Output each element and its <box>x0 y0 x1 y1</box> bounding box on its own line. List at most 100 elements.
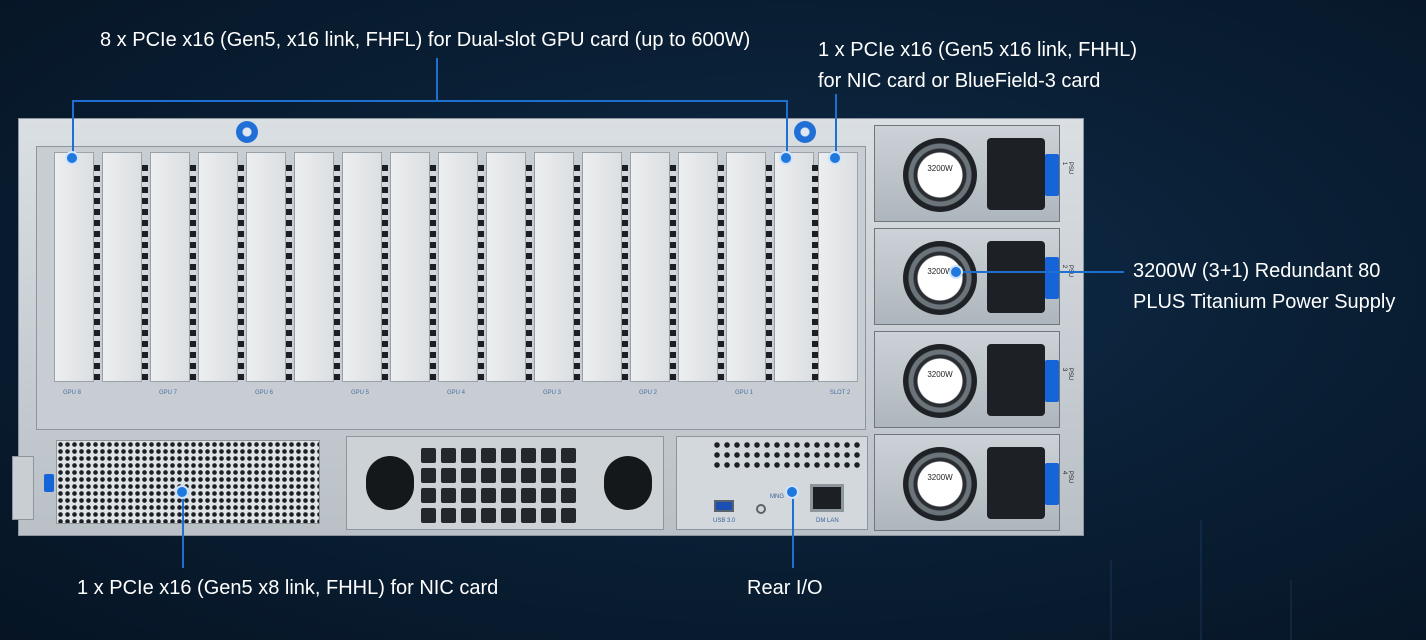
vent-strip <box>670 165 676 380</box>
leader-line <box>835 94 837 158</box>
latch-icon <box>44 474 54 492</box>
vent-strip <box>766 165 772 380</box>
psu-label: PSU 1 <box>1061 161 1074 175</box>
vent-hole <box>461 448 476 463</box>
vent-strip <box>526 165 532 380</box>
lan-label: DM LAN <box>816 518 839 524</box>
vent-hole <box>541 508 556 523</box>
vent-hole <box>561 488 576 503</box>
slot-cover <box>486 152 526 382</box>
slot-cover <box>534 152 574 382</box>
panel-cutout <box>604 456 652 510</box>
vent-hole <box>421 488 436 503</box>
vent-hole <box>441 448 456 463</box>
vent-hole <box>501 448 516 463</box>
vent-hole <box>421 508 436 523</box>
vent-hole <box>481 468 496 483</box>
slot-cover <box>342 152 382 382</box>
nic-slot-grille <box>56 440 320 524</box>
vent-hole <box>461 488 476 503</box>
background-line <box>1200 520 1202 640</box>
vent-strip <box>430 165 436 380</box>
vent-hole <box>501 488 516 503</box>
leader-line <box>182 492 184 568</box>
fan-icon <box>903 447 977 521</box>
power-supply-unit: 3200W PSU 2 <box>874 228 1073 325</box>
vent-hole <box>441 468 456 483</box>
power-supply-unit: 3200W PSU 3 <box>874 331 1073 428</box>
vent-hole <box>561 468 576 483</box>
psu-label: PSU 3 <box>1061 367 1074 381</box>
psu-fan-label: 3200W <box>927 473 953 482</box>
slot-cover <box>150 152 190 382</box>
slot-cover <box>54 152 94 382</box>
callout-nic-top-line1: 1 x PCIe x16 (Gen5 x16 link, FHHL) <box>818 39 1138 61</box>
vent-strip <box>286 165 292 380</box>
slot-cover <box>102 152 142 382</box>
callout-dot <box>828 151 842 165</box>
psu-fan-label: 3200W <box>927 164 953 173</box>
slot-cover <box>198 152 238 382</box>
slot-cover <box>678 152 718 382</box>
vent-strip <box>478 165 484 380</box>
nic-bracket <box>12 456 34 520</box>
power-supply-unit: 3200W PSU 4 <box>874 434 1073 531</box>
usb-label: USB 3.0 <box>713 518 736 524</box>
vent-strip <box>142 165 148 380</box>
slot-cover <box>294 152 334 382</box>
callout-dot <box>785 485 799 499</box>
vent-strip <box>190 165 196 380</box>
vent-hole <box>441 488 456 503</box>
slot-cover <box>390 152 430 382</box>
panel-cutout <box>366 456 414 510</box>
callout-nic-top-line2: for NIC card or BlueField-3 card <box>818 70 1101 92</box>
vent-hole <box>481 508 496 523</box>
fan-icon <box>903 344 977 418</box>
background-line <box>1110 560 1112 640</box>
vent-hole <box>521 448 536 463</box>
usb-port-icon <box>714 500 734 512</box>
slot-cover <box>774 152 814 382</box>
thumbscrew-icon <box>794 121 816 143</box>
power-socket-icon <box>987 241 1045 313</box>
vent-hole <box>461 508 476 523</box>
vent-hole <box>541 448 556 463</box>
psu-handle <box>1045 463 1059 505</box>
slot-cover <box>630 152 670 382</box>
vent-strip <box>334 165 340 380</box>
mng-label: MNG <box>770 494 784 500</box>
callout-psu-line2: PLUS Titanium Power Supply <box>1133 291 1396 313</box>
vent-hole <box>501 468 516 483</box>
callout-psu-line1: 3200W (3+1) Redundant 80 <box>1133 260 1381 282</box>
vent-hole <box>461 468 476 483</box>
slot-label: GPU 4 <box>446 390 465 396</box>
slot-label: GPU 2 <box>638 390 657 396</box>
vent-strip <box>94 165 100 380</box>
slot-label: GPU 8 <box>62 390 81 396</box>
slot-label: GPU 3 <box>542 390 561 396</box>
slot-label: GPU 6 <box>254 390 273 396</box>
vent-hole <box>541 468 556 483</box>
leader-line <box>956 271 1124 273</box>
vent-hole <box>541 488 556 503</box>
callout-nic-bottom: 1 x PCIe x16 (Gen5 x8 link, FHHL) for NI… <box>77 577 499 599</box>
slot-cover <box>246 152 286 382</box>
power-supply-unit: 3200W PSU 1 <box>874 125 1073 222</box>
vent-hole <box>441 508 456 523</box>
callout-dot <box>65 151 79 165</box>
vent-hole <box>421 468 436 483</box>
callout-rear-io: Rear I/O <box>747 577 823 599</box>
power-socket-icon <box>987 138 1045 210</box>
slot-label: GPU 5 <box>350 390 369 396</box>
callout-dot <box>175 485 189 499</box>
leader-line <box>792 492 794 568</box>
power-socket-icon <box>987 447 1045 519</box>
vent-hole <box>481 488 496 503</box>
vent-hole <box>501 508 516 523</box>
psu-handle <box>1045 154 1059 196</box>
psu-label: PSU 4 <box>1061 470 1074 484</box>
slot-cover <box>582 152 622 382</box>
vent-hole <box>561 508 576 523</box>
slot-cover <box>438 152 478 382</box>
io-vent <box>712 440 862 470</box>
